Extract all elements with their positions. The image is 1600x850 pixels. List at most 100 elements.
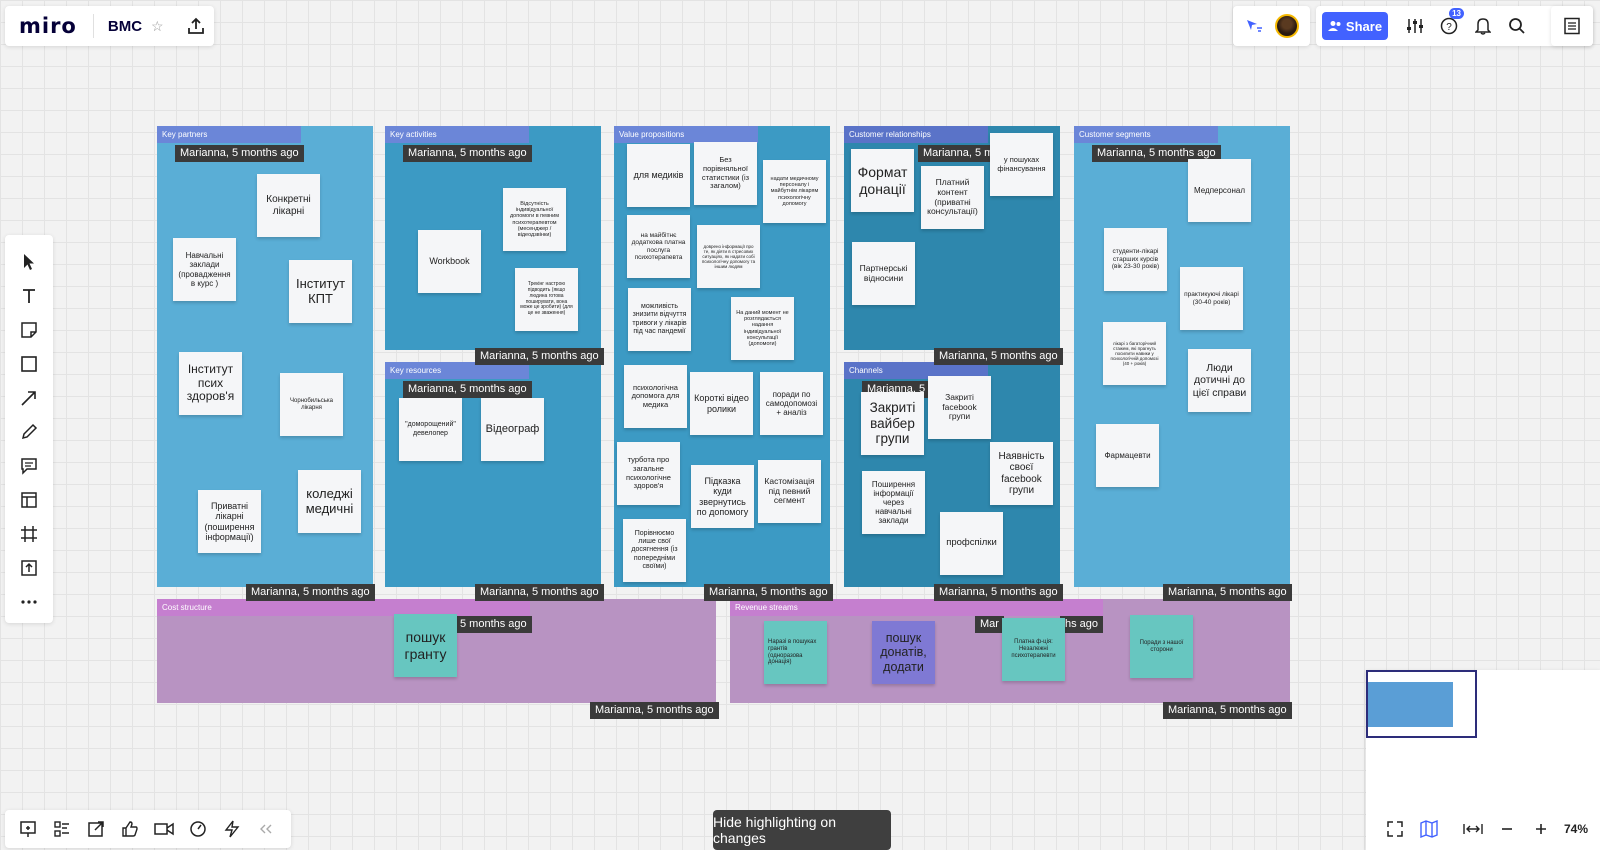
search-button[interactable] bbox=[1500, 12, 1534, 40]
fit-width-button[interactable] bbox=[1456, 815, 1490, 843]
sticky-note[interactable]: практикуючі лікарі (30-40 років) bbox=[1180, 267, 1243, 330]
sticky-note[interactable]: Медперсонал bbox=[1188, 159, 1251, 222]
miro-logo[interactable]: miro bbox=[19, 14, 77, 38]
sticky-note[interactable]: Підказка куди звернутись по допомогу bbox=[691, 465, 754, 528]
frame-label: Customer relationships bbox=[844, 126, 988, 143]
cards-button[interactable] bbox=[45, 814, 79, 844]
frame-cost-structure[interactable]: Cost structure bbox=[157, 599, 716, 703]
select-tool[interactable] bbox=[9, 245, 49, 279]
table-tool[interactable] bbox=[9, 483, 49, 517]
sticky-note[interactable]: психологічна допомога для медика bbox=[624, 365, 687, 428]
sticky-note[interactable]: "доморощений" девелопер bbox=[399, 398, 462, 461]
sticky-note[interactable]: коледжі медичні bbox=[298, 470, 361, 533]
map-icon bbox=[1420, 820, 1438, 838]
sticky-note[interactable]: Відеограф bbox=[481, 398, 544, 461]
help-button[interactable]: ? 13 bbox=[1432, 8, 1466, 40]
video-call-button[interactable] bbox=[147, 814, 181, 844]
sticky-note[interactable]: Трекінг настрою підводить (якщо людина г… bbox=[515, 268, 578, 331]
star-icon[interactable]: ☆ bbox=[151, 17, 164, 34]
sticky-note[interactable]: Фармацевти bbox=[1096, 424, 1159, 487]
timer-button[interactable] bbox=[181, 814, 215, 844]
sticky-note[interactable]: Інститут псих здоров'я bbox=[179, 352, 242, 415]
pen-tool[interactable] bbox=[9, 415, 49, 449]
sticky-note-tool[interactable] bbox=[9, 313, 49, 347]
zoom-out-button[interactable] bbox=[1490, 815, 1524, 843]
sticky-note[interactable]: на майбітнє додаткова платна послуга пси… bbox=[627, 215, 690, 278]
edit-stamp: Marianna, 5 months ago bbox=[1163, 702, 1292, 719]
sticky-note[interactable]: Конкретні лікарні bbox=[257, 174, 320, 237]
sticky-note[interactable]: Платна ф-ція: Незалежні психотерапевти bbox=[1002, 618, 1065, 681]
edit-stamp: Marianna, 5 months ago bbox=[403, 145, 532, 162]
sticky-note[interactable]: На даний момент не розглядається надання… bbox=[731, 297, 794, 360]
sticky-note-icon bbox=[21, 322, 37, 338]
sticky-note[interactable]: Workbook bbox=[418, 230, 481, 293]
collapse-toolbar-button[interactable] bbox=[249, 814, 283, 844]
sticky-note[interactable]: Платний контент (приватні консультації) bbox=[921, 166, 984, 229]
sticky-note[interactable]: лікарі з багаторічний стажем, які прагну… bbox=[1103, 322, 1166, 385]
sticky-note[interactable]: поради по самодопомозі + аналіз bbox=[760, 372, 823, 435]
upload-tool[interactable] bbox=[9, 551, 49, 585]
zoom-in-button[interactable] bbox=[1524, 815, 1558, 843]
minimap-viewport[interactable] bbox=[1366, 670, 1477, 738]
frame-label: Key partners bbox=[157, 126, 301, 143]
sticky-note[interactable]: доврено інформації про те, як діяти в ст… bbox=[697, 225, 760, 288]
zoom-level[interactable]: 74% bbox=[1564, 822, 1589, 836]
export-icon[interactable] bbox=[186, 16, 206, 36]
cursor-filter-icon[interactable] bbox=[1244, 17, 1264, 35]
sticky-note[interactable]: Порівнюємо лише свої досягнення (із попе… bbox=[623, 519, 686, 582]
sticky-note[interactable]: надати медичному персоналу і майбутнім л… bbox=[763, 160, 826, 223]
sticky-note[interactable]: Приватні лікарні (поширення інформації) bbox=[198, 490, 261, 553]
connection-line-tool[interactable] bbox=[9, 381, 49, 415]
sticky-note[interactable]: Без порівняльної статистики (із загалом) bbox=[694, 142, 757, 205]
text-tool[interactable] bbox=[9, 279, 49, 313]
sticky-note[interactable]: Партнерські відносини bbox=[852, 242, 915, 305]
sticky-note[interactable]: Кастомізація під певний сегмент bbox=[758, 460, 821, 523]
notifications-button[interactable] bbox=[1466, 12, 1500, 40]
sticky-note[interactable]: профспілки bbox=[940, 512, 1003, 575]
hide-highlighting-button[interactable]: Hide highlighting on changes bbox=[713, 810, 891, 850]
minimap-board[interactable] bbox=[1368, 682, 1453, 727]
notes-panel-button[interactable] bbox=[1551, 6, 1593, 46]
sticky-note[interactable]: Поради з нашої сторони bbox=[1130, 615, 1193, 678]
sticky-note[interactable]: Відсутність індивідуальної допомоги в пе… bbox=[503, 188, 566, 251]
sticky-note[interactable]: Наявність своєї facebook групи bbox=[990, 442, 1053, 505]
table-icon bbox=[21, 492, 37, 508]
settings-button[interactable] bbox=[1398, 12, 1432, 40]
frame-tool[interactable] bbox=[9, 517, 49, 551]
share-screen-button[interactable] bbox=[79, 814, 113, 844]
fit-to-screen-button[interactable] bbox=[1378, 815, 1412, 843]
sticky-note[interactable]: студенти-лікарі старших курсів (вік 23-3… bbox=[1104, 228, 1167, 291]
sticky-note[interactable]: Навчальні заклади (провадження в курс ) bbox=[173, 238, 236, 301]
shape-tool[interactable] bbox=[9, 347, 49, 381]
apps-button[interactable] bbox=[215, 814, 249, 844]
sticky-note[interactable]: пошук донатів, додати bbox=[872, 621, 935, 684]
voting-button[interactable] bbox=[113, 814, 147, 844]
share-button[interactable]: Share bbox=[1322, 12, 1388, 40]
text-icon bbox=[23, 289, 35, 303]
zoom-controls: 74% bbox=[1366, 808, 1600, 850]
sticky-note[interactable]: Інститут КПТ bbox=[289, 260, 352, 323]
sticky-note[interactable]: для медиків bbox=[627, 144, 690, 207]
sticky-note[interactable]: пошук гранту bbox=[394, 614, 457, 677]
edit-stamp: Marianna, 5 months ago bbox=[475, 348, 604, 365]
sticky-note[interactable]: турбота про загальне психологічне здоров… bbox=[617, 442, 680, 505]
map-button[interactable] bbox=[1412, 815, 1446, 843]
board-title[interactable]: BMC bbox=[107, 17, 143, 35]
more-tools-button[interactable] bbox=[9, 585, 49, 619]
sticky-note[interactable]: Чорнобильська лікарня bbox=[280, 373, 343, 436]
upload-icon bbox=[21, 560, 37, 576]
sticky-note[interactable]: Поширення інформації через навчальні зак… bbox=[862, 471, 925, 534]
sticky-note[interactable]: Люди дотичні до цієї справи bbox=[1188, 349, 1251, 412]
frames-button[interactable] bbox=[11, 814, 45, 844]
edit-stamp: Mar bbox=[975, 616, 1004, 633]
sticky-note[interactable]: можливість знизити відчуття тривоги у лі… bbox=[628, 288, 691, 351]
sticky-note[interactable]: у пошуках фінансування bbox=[990, 133, 1053, 196]
plus-icon bbox=[1536, 824, 1546, 834]
sticky-note[interactable]: Закриті вайбер групи bbox=[861, 392, 924, 455]
sticky-note[interactable]: Короткі відео ролики bbox=[690, 372, 753, 435]
sticky-note[interactable]: Наразі в пошуках грантів (одноразова дон… bbox=[764, 621, 827, 684]
comment-tool[interactable] bbox=[9, 449, 49, 483]
sticky-note[interactable]: Закриті facebook групи bbox=[928, 376, 991, 439]
sticky-note[interactable]: Формат донації bbox=[851, 149, 914, 212]
avatar[interactable] bbox=[1274, 14, 1299, 38]
